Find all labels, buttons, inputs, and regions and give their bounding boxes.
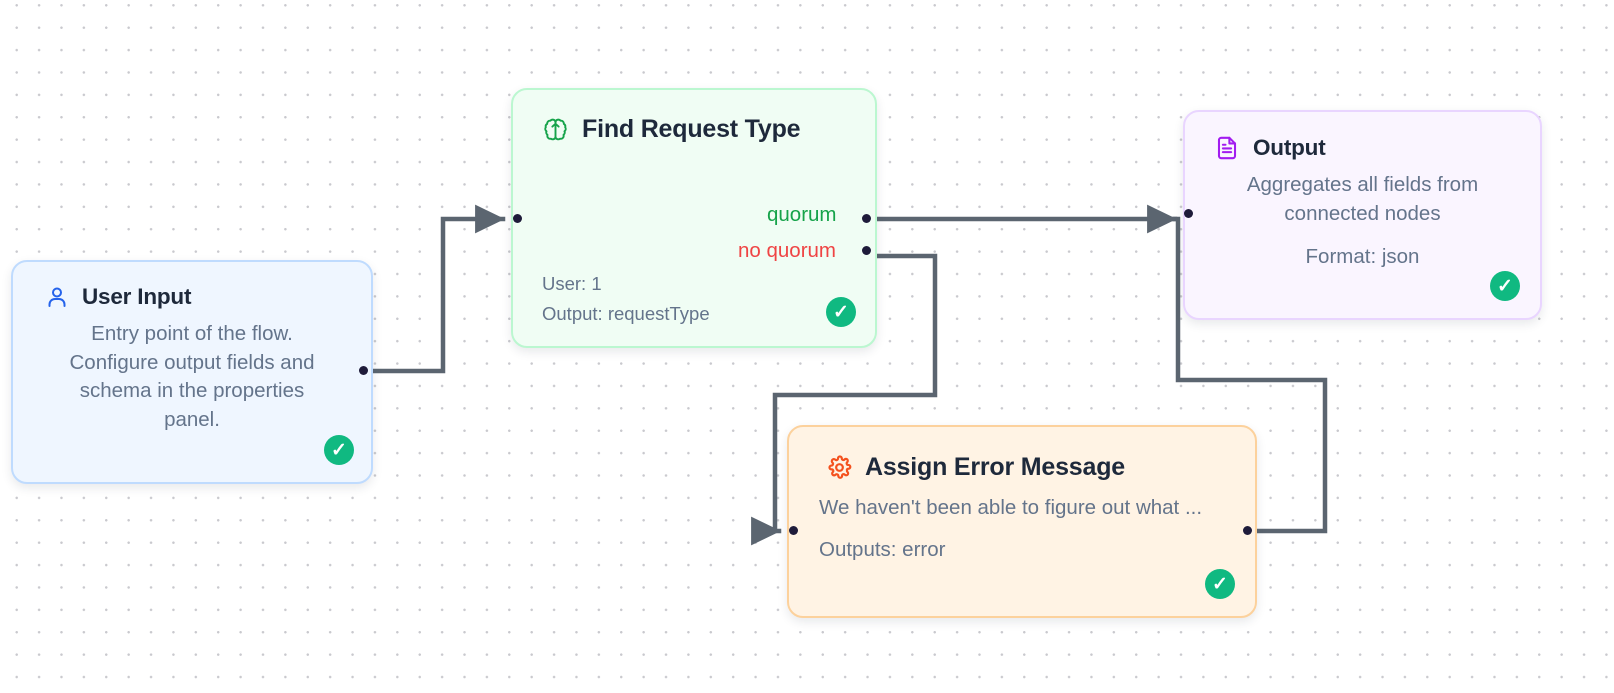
node-header: Find Request Type [513,90,875,144]
node-description: Entry point of the flow. Configure outpu… [69,322,315,431]
node-header: Output [1185,112,1540,161]
port-label-quorum: quorum [767,203,837,226]
brain-icon [542,116,569,143]
node-user-input[interactable]: User Input Entry point of the flow. Conf… [11,260,373,484]
node-title: Assign Error Message [865,453,1125,481]
status-badge: ✓ [324,435,354,465]
port-find-request-type-quorum[interactable] [862,214,871,223]
port-find-request-type-no-quorum[interactable] [862,246,871,255]
node-meta-output: Output: requestType [542,303,710,324]
document-icon [1214,135,1240,161]
node-meta-user: User: 1 [542,273,602,294]
node-title: User Input [82,284,192,309]
node-header: Assign Error Message [789,427,1255,482]
node-body: We haven't been able to figure out what … [789,482,1255,562]
node-description: Aggregates all fields from connected nod… [1246,173,1479,225]
node-assign-error-message[interactable]: Assign Error Message We haven't been abl… [787,425,1257,618]
status-badge: ✓ [1490,271,1520,301]
node-description: We haven't been able to figure out what … [819,496,1203,519]
node-title: Output [1253,135,1326,160]
status-badge: ✓ [826,297,856,327]
node-format: Format: json [1305,245,1420,268]
port-user-input-out[interactable] [359,366,368,375]
node-title: Find Request Type [582,115,801,143]
node-header: User Input [13,262,371,310]
port-find-request-type-in[interactable] [513,214,522,223]
node-output[interactable]: Output Aggregates all fields from connec… [1183,110,1542,320]
port-assign-error-out[interactable] [1243,526,1252,535]
node-outputs-label: Outputs: error [819,538,946,561]
port-label-no-quorum: no quorum [738,239,837,262]
gear-icon [827,455,852,480]
edge-user-input-to-find-request-type [370,204,506,374]
port-assign-error-in[interactable] [789,526,798,535]
status-badge: ✓ [1205,569,1235,599]
node-meta: User: 1 Output: requestType [542,269,710,329]
port-output-in[interactable] [1184,209,1193,218]
user-icon [45,285,69,309]
